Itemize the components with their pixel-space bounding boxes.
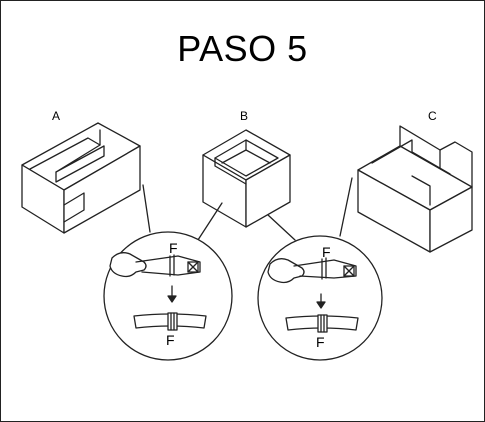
detail-left-mark-bottom: F xyxy=(166,332,175,348)
detail-left-mark-top: F xyxy=(169,240,178,256)
detail-circle-left: F F xyxy=(104,232,232,360)
block-a-illustration xyxy=(22,123,140,233)
detail-circle-right: F F xyxy=(258,236,382,360)
block-c-illustration xyxy=(358,126,472,252)
detail-right-mark-top: F xyxy=(322,244,331,260)
detail-right-mark-bottom: F xyxy=(316,334,325,350)
